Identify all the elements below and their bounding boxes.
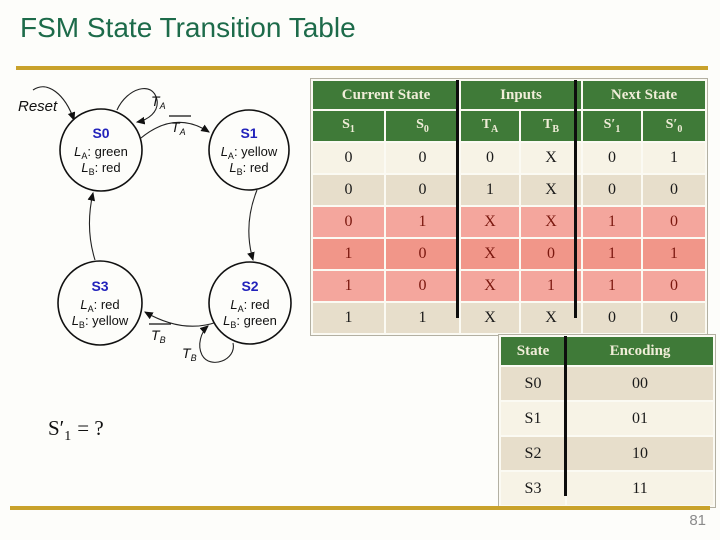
state-circle-s1: S1 LA: yellow LB: red xyxy=(208,109,290,191)
encoding-row: S3 11 xyxy=(501,472,713,505)
ta-label: TA xyxy=(151,93,166,111)
encoding-header-state: State xyxy=(501,337,565,365)
group-divider-2 xyxy=(574,80,577,318)
state-circle-s3: S3 LA: red LB: yellow xyxy=(57,260,143,346)
encoding-row: S0 00 xyxy=(501,367,713,400)
svg-text:S0: S0 xyxy=(92,125,109,141)
svg-text:S2: S2 xyxy=(241,278,258,294)
svg-text:S3: S3 xyxy=(91,278,108,294)
s3-to-s0-arrow xyxy=(87,191,96,261)
svg-text:LA: green: LA: green xyxy=(74,144,128,161)
svg-text:LB: red: LB: red xyxy=(81,160,120,177)
reset-arrow xyxy=(32,86,76,122)
ta-bar-label: TA xyxy=(171,119,186,137)
col-header-tb: TB xyxy=(521,111,581,141)
group-header-row: Current State Inputs Next State xyxy=(313,81,705,109)
svg-text:LA: red: LA: red xyxy=(230,297,269,314)
col-header-s0-next: S′0 xyxy=(643,111,705,141)
s0-selfloop-arrow xyxy=(116,88,158,125)
state-encoding-table: State Encoding S0 00 S1 01 S2 10 S3 11 xyxy=(498,334,716,508)
col-header-s1-next: S′1 xyxy=(583,111,641,141)
col-header-ta: TA xyxy=(461,111,519,141)
encoding-row: S1 01 xyxy=(501,402,713,435)
group-next-state: Next State xyxy=(583,81,705,109)
col-header-s1: S1 xyxy=(313,111,384,141)
transition-table: Current State Inputs Next State S1 S0 TA… xyxy=(310,78,708,336)
svg-text:LB: green: LB: green xyxy=(223,313,277,330)
state-circle-s0: S0 LA: green LB: red xyxy=(59,108,143,192)
col-header-s0: S0 xyxy=(386,111,459,141)
s0-to-s1-arrow xyxy=(140,121,210,139)
svg-text:LB: red: LB: red xyxy=(229,160,268,177)
encoding-header-encoding: Encoding xyxy=(567,337,713,365)
question-text: S′1= ? xyxy=(48,416,104,445)
s2-selfloop-arrow xyxy=(199,325,234,363)
encoding-row: S2 10 xyxy=(501,437,713,470)
bottom-rule xyxy=(10,506,710,510)
fsm-state-diagram: Reset TA TA TB TB S0 LA: green LB: red S… xyxy=(18,86,292,363)
svg-text:LA: yellow: LA: yellow xyxy=(221,144,278,161)
title-underline xyxy=(16,66,708,70)
svg-text:LA: red: LA: red xyxy=(80,297,119,314)
svg-text:S1: S1 xyxy=(240,125,257,141)
page-number: 81 xyxy=(689,512,706,529)
tb-bar-label: TB xyxy=(151,327,166,345)
column-header-row: S1 S0 TA TB S′1 S′0 xyxy=(313,111,705,141)
state-circle-s2: S2 LA: red LB: green xyxy=(208,261,292,345)
tb-label: TB xyxy=(182,345,197,363)
s2-to-s3-arrow xyxy=(144,311,218,327)
group-current-state: Current State xyxy=(313,81,459,109)
encoding-divider xyxy=(564,336,567,496)
encoding-header-row: State Encoding xyxy=(501,337,713,365)
reset-label: Reset xyxy=(18,98,58,115)
s1-to-s2-arrow xyxy=(247,189,258,262)
group-divider-1 xyxy=(456,80,459,318)
svg-text:LB: yellow: LB: yellow xyxy=(72,313,129,330)
group-inputs: Inputs xyxy=(461,81,581,109)
page-title: FSM State Transition Table xyxy=(20,12,356,43)
